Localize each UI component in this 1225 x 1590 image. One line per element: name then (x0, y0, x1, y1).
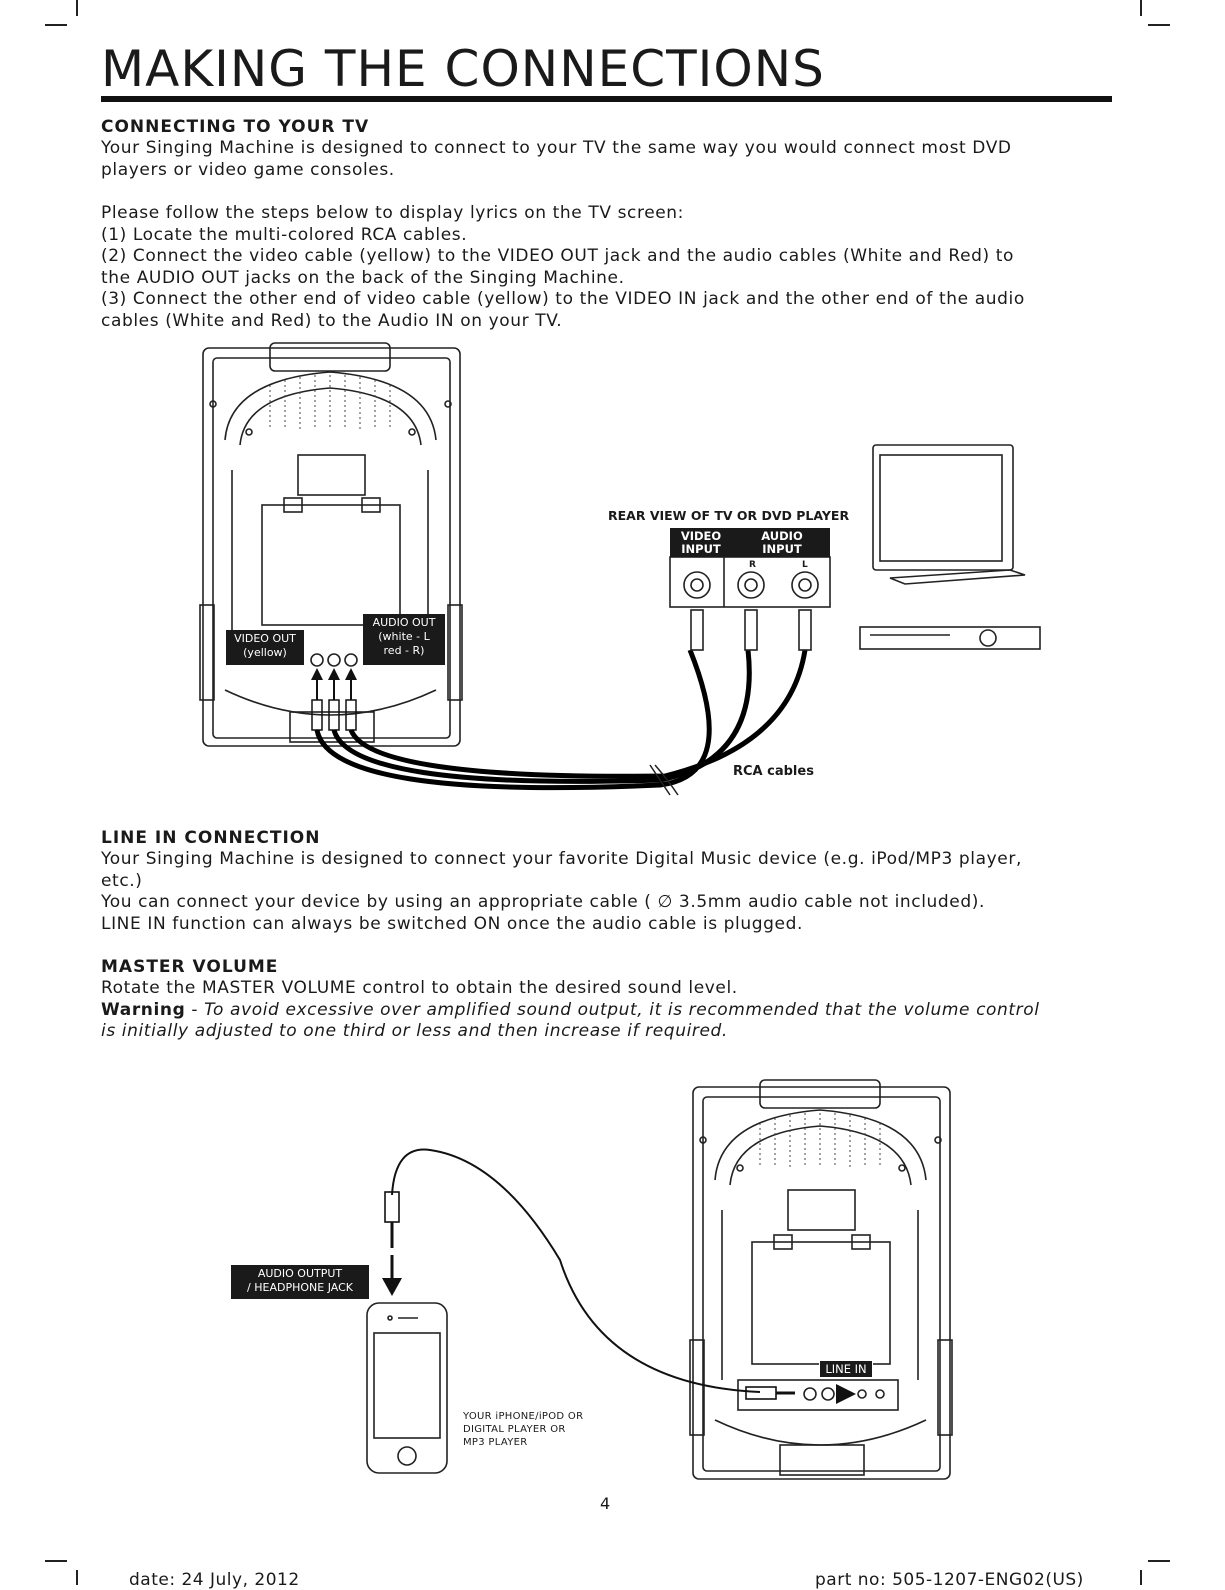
crop-mark (1148, 1560, 1170, 1562)
caption-line: MP3 PLAYER (463, 1437, 528, 1448)
phone-illustration (366, 1302, 448, 1474)
warning-label: Warning (101, 999, 186, 1020)
player-caption: YOUR iPHONE/iPOD OR DIGITAL PLAYER OR MP… (463, 1410, 583, 1449)
text-line: Rotate the MASTER VOLUME control to obta… (101, 978, 738, 998)
warning-dash: - (185, 999, 205, 1020)
karaoke-machine-rear-illustration (199, 342, 463, 747)
video-out-label: VIDEO OUT (yellow) (226, 630, 304, 665)
rear-view-label: REAR VIEW OF TV OR DVD PLAYER (608, 508, 850, 523)
audio-out-label: AUDIO OUT (white - L red - R) (363, 614, 445, 665)
title-rule (101, 96, 1112, 102)
text-line: You can connect your device by using an … (101, 892, 985, 912)
label-line: INPUT (681, 542, 721, 556)
label-line: INPUT (762, 542, 802, 556)
line-in-paragraph: Your Singing Machine is designed to conn… (101, 849, 1116, 935)
crop-mark (76, 1570, 78, 1585)
jack-l-label: L (802, 560, 808, 570)
text-line: Please follow the steps below to display… (101, 203, 685, 223)
tv-intro-paragraph: Your Singing Machine is designed to conn… (101, 138, 1116, 181)
crop-mark (1140, 1570, 1142, 1585)
caption-line: DIGITAL PLAYER OR (463, 1424, 566, 1435)
label-line: (yellow) (243, 646, 287, 659)
text-line: Your Singing Machine is designed to conn… (101, 849, 1022, 869)
crop-mark (1148, 24, 1170, 26)
caption-line: YOUR iPHONE/iPOD OR (463, 1411, 584, 1422)
label-line: red - R) (383, 644, 425, 657)
label-line: VIDEO OUT (234, 632, 296, 645)
rca-cables-label: RCA cables (733, 764, 814, 779)
video-input-label: VIDEO INPUT (678, 530, 724, 556)
text-line: cables (White and Red) to the Audio IN o… (101, 310, 563, 331)
label-line: AUDIO OUT (372, 616, 436, 629)
tv-illustration (872, 444, 1026, 585)
text-line: LINE IN function can always be switched … (101, 913, 803, 934)
footer-date: date: 24 July, 2012 (129, 1570, 300, 1590)
warning-line: Warning - To avoid excessive over amplif… (101, 1000, 1116, 1022)
jack-r-label: R (749, 560, 756, 570)
label-line: AUDIO OUTPUT (257, 1267, 343, 1280)
footer-part-number: part no: 505-1207-ENG02(US) (815, 1570, 1084, 1590)
page-number: 4 (600, 1494, 611, 1513)
dvd-player-illustration (859, 626, 1041, 650)
label-line: AUDIO (761, 529, 803, 543)
line-in-label: LINE IN (819, 1360, 873, 1378)
label-line: (white - L (378, 630, 430, 643)
tv-input-header: VIDEO INPUT AUDIO INPUT (670, 528, 830, 557)
crop-mark (76, 0, 78, 16)
crop-mark (45, 1560, 67, 1562)
label-line: VIDEO (680, 529, 722, 543)
master-volume-paragraph: Rotate the MASTER VOLUME control to obta… (101, 978, 1116, 1043)
text-line: (1) Locate the multi-colored RCA cables. (101, 224, 468, 245)
text-line: Your Singing Machine is designed to conn… (101, 138, 1012, 158)
tv-steps-paragraph: Please follow the steps below to display… (101, 203, 1116, 332)
text-line: the AUDIO OUT jacks on the back of the S… (101, 267, 625, 288)
section-heading-master-volume: MASTER VOLUME (101, 957, 279, 977)
label-line: / HEADPHONE JACK (247, 1281, 353, 1294)
crop-mark (1140, 0, 1142, 16)
section-heading-line-in: LINE IN CONNECTION (101, 828, 321, 848)
text-line: (2) Connect the video cable (yellow) to … (101, 246, 1015, 266)
text-line: etc.) (101, 870, 143, 891)
audio-output-label: AUDIO OUTPUT / HEADPHONE JACK (231, 1265, 369, 1299)
audio-input-label: AUDIO INPUT (754, 530, 810, 556)
text-line: players or video game consoles. (101, 159, 395, 180)
warning-text-continued: is initially adjusted to one third or le… (101, 1021, 728, 1041)
crop-mark (45, 24, 67, 26)
karaoke-machine-rear-illustration-2 (689, 1079, 953, 1480)
text-line: (3) Connect the other end of video cable… (101, 289, 1025, 309)
section-heading-tv: CONNECTING TO YOUR TV (101, 117, 370, 137)
page-title: MAKING THE CONNECTIONS (101, 40, 825, 98)
warning-text: To avoid excessive over amplified sound … (204, 999, 1040, 1020)
